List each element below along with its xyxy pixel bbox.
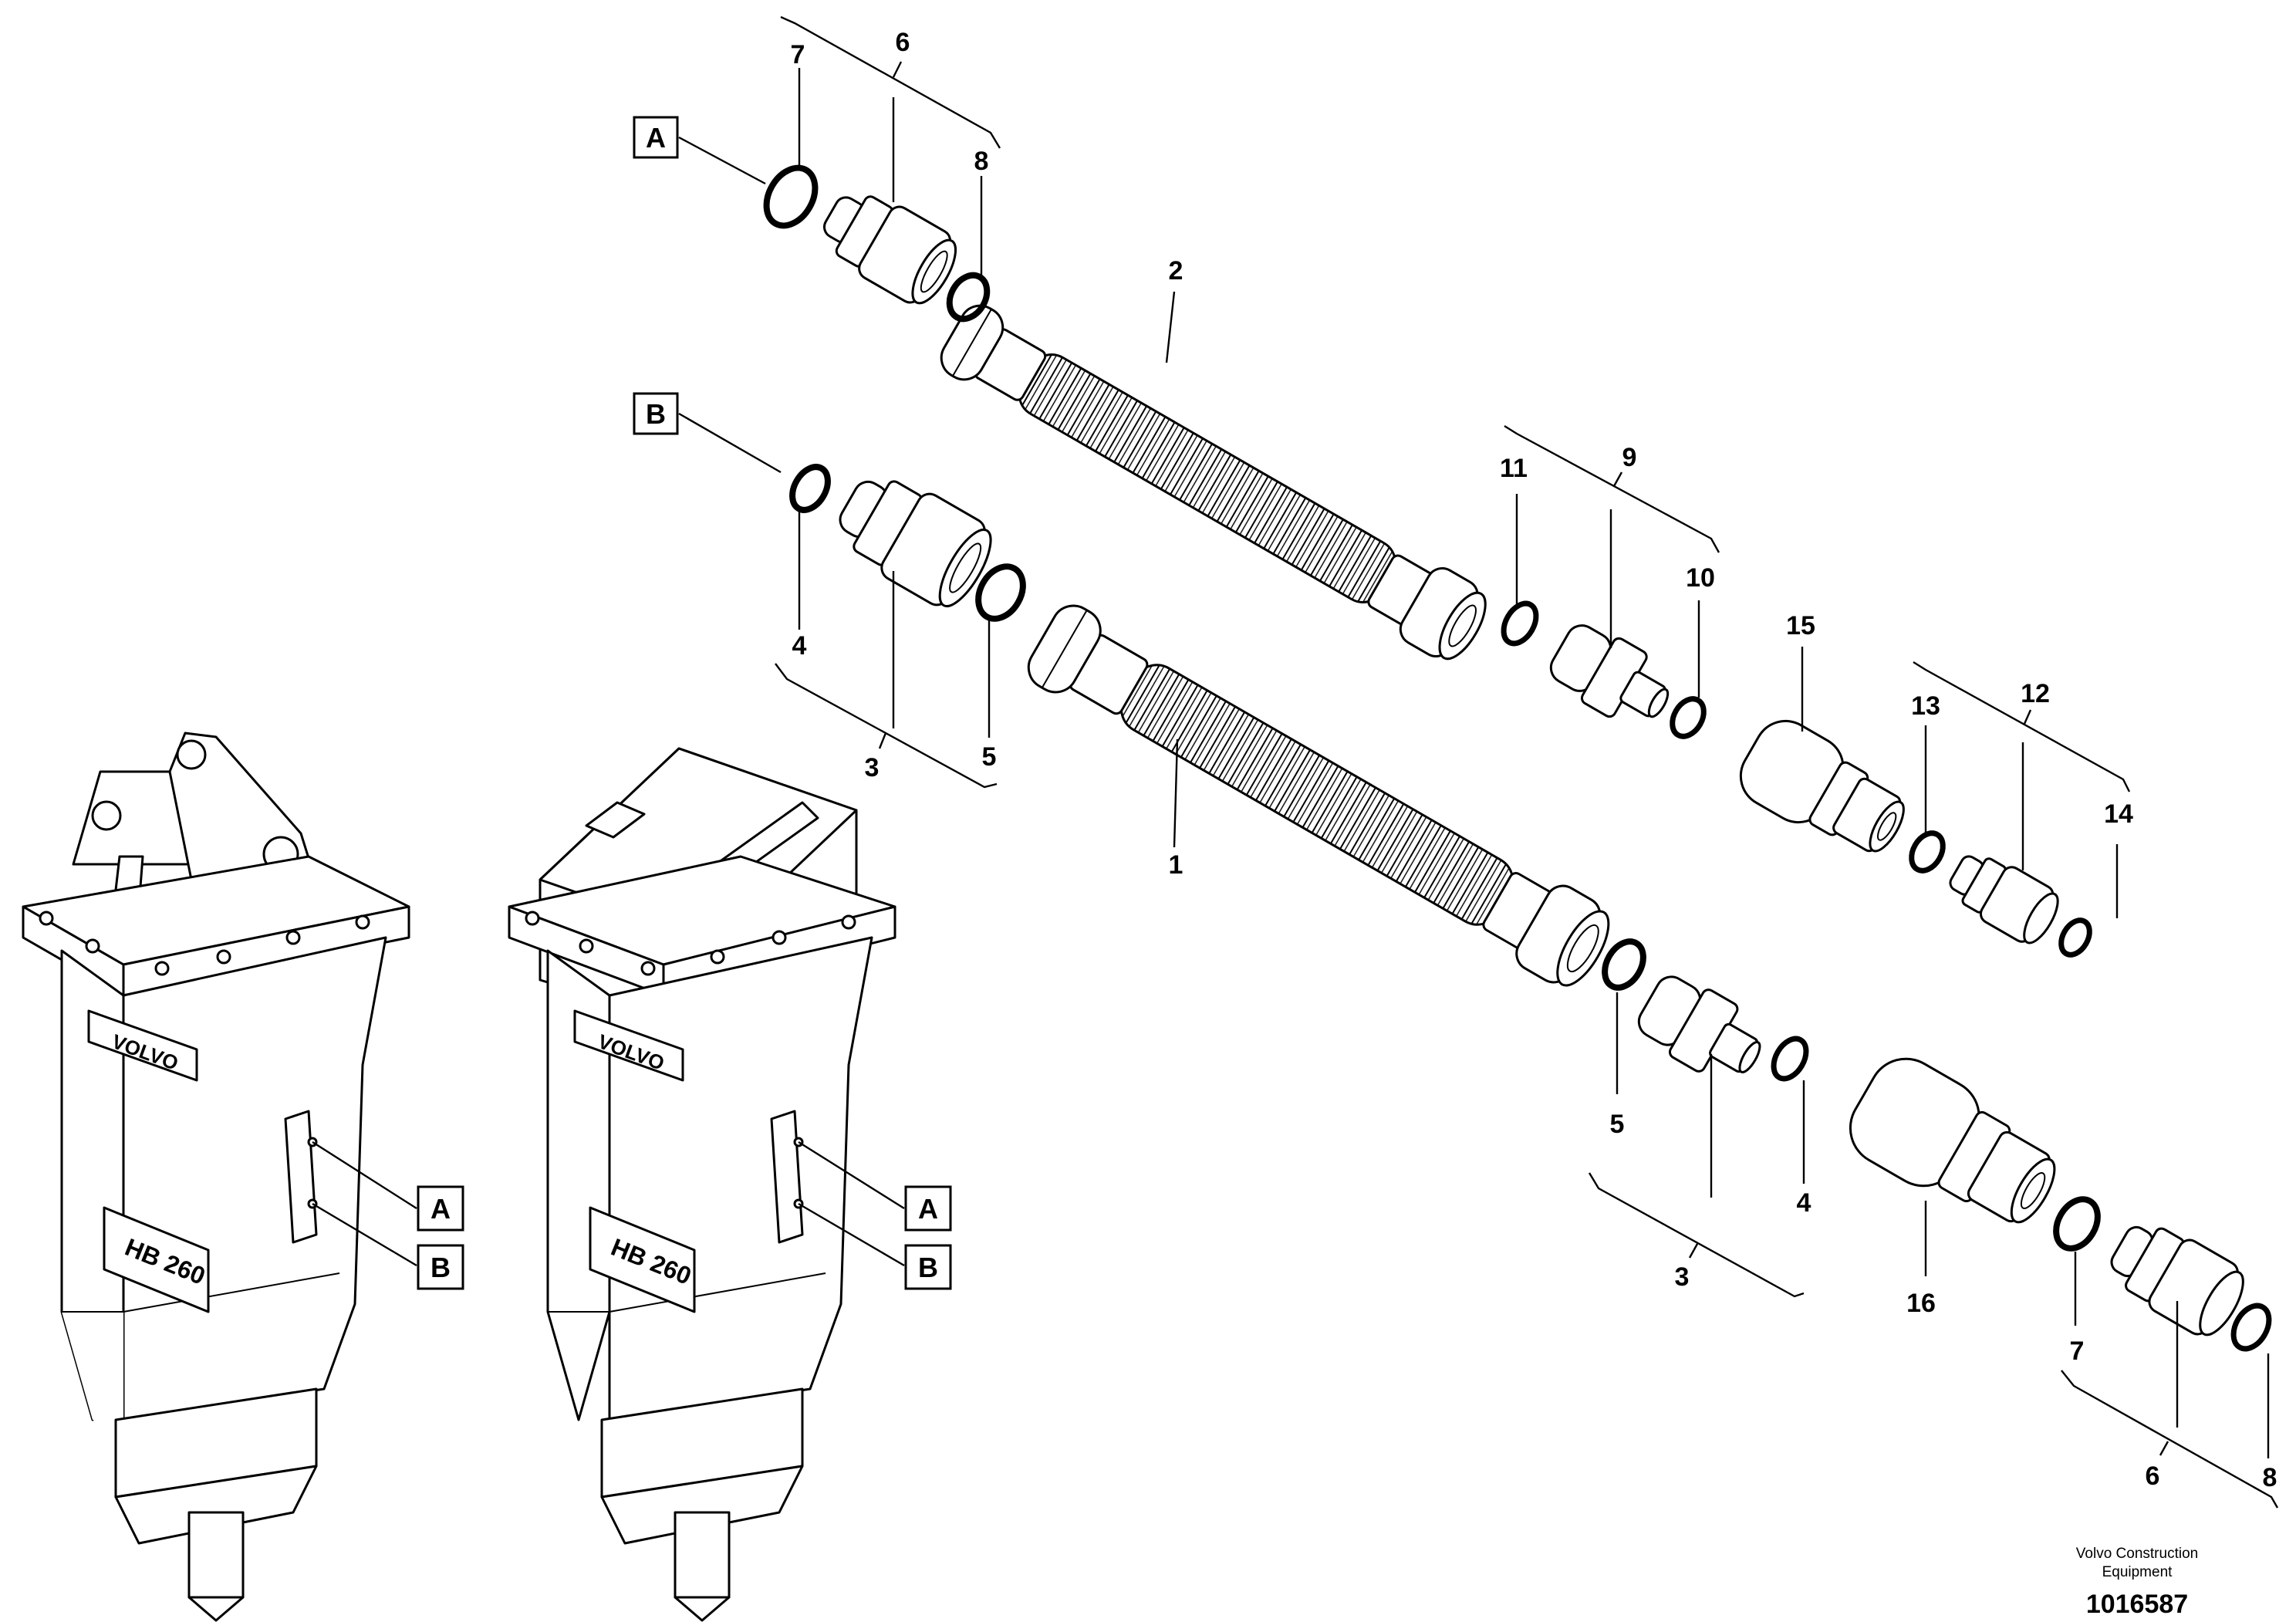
label-8-bottom: 8 <box>2263 1463 2277 1492</box>
adapter-3-left <box>839 480 992 608</box>
o-ring-10 <box>1670 696 1707 739</box>
port-label-b-right: B <box>918 1252 938 1283</box>
o-ring-7-bottom <box>2053 1196 2101 1252</box>
adapter-6-bottom <box>2110 1225 2244 1336</box>
adapter-9 <box>1549 624 1670 718</box>
port-box-a-right: A <box>904 1185 952 1232</box>
footer-company: Volvo Construction Equipment <box>2014 1545 2261 1582</box>
coupling-16 <box>1849 1057 2056 1224</box>
o-ring-8-bottom <box>2230 1303 2272 1352</box>
label-4-right: 4 <box>1797 1188 1811 1218</box>
bracket-group-3-left <box>775 663 998 789</box>
drawing-number: 1016587 <box>2085 1590 2189 1619</box>
adapter-3-right <box>1637 975 1761 1073</box>
o-ring-7-top <box>763 164 819 229</box>
label-14: 14 <box>2104 799 2133 829</box>
hose-1 <box>1027 604 1610 987</box>
o-ring-4-left <box>789 464 831 513</box>
hammer-right: VOLVO HB 260 <box>508 747 896 1622</box>
o-ring-11 <box>1501 600 1539 647</box>
o-ring-14 <box>2058 917 2092 958</box>
bracket-group-12 <box>1913 661 2131 792</box>
port-box-b-right: B <box>904 1244 952 1290</box>
hose-2 <box>940 304 1487 661</box>
adapter-12 <box>1949 855 2059 944</box>
label-5-left: 5 <box>982 742 997 772</box>
port-box-b-top: B <box>633 392 679 435</box>
label-7-top: 7 <box>791 40 805 69</box>
label-8-top: 8 <box>974 147 989 176</box>
port-label-a-top: A <box>646 122 666 154</box>
port-label-a-right: A <box>918 1193 938 1225</box>
port-label-b-left: B <box>430 1252 451 1283</box>
o-ring-5-right <box>1602 938 1646 991</box>
label-7-bottom: 7 <box>2070 1336 2085 1366</box>
label-5-right: 5 <box>1610 1110 1625 1139</box>
port-box-b-left: B <box>417 1244 464 1290</box>
label-12: 12 <box>2021 679 2050 708</box>
label-3-right: 3 <box>1675 1262 1690 1292</box>
label-6-bottom: 6 <box>2146 1461 2160 1491</box>
hammer-left: VOLVO HB 260 <box>22 732 410 1622</box>
port-box-a-left: A <box>417 1185 464 1232</box>
label-2: 2 <box>1169 256 1183 286</box>
port-box-a-top: A <box>633 116 679 159</box>
label-9: 9 <box>1622 443 1637 472</box>
coupling-15 <box>1739 719 1905 853</box>
o-ring-13 <box>1909 830 1946 874</box>
label-11: 11 <box>1500 454 1528 483</box>
part-labels: 6 7 8 2 4 3 5 1 9 11 10 15 12 13 14 5 3 … <box>791 28 2277 1492</box>
bracket-group-6-bottom <box>2061 1370 2279 1509</box>
o-ring-4-right <box>1771 1036 1809 1082</box>
bracket-group-3-right <box>1588 1172 1805 1298</box>
bracket-group-9 <box>1504 424 1720 553</box>
bracket-group-6-top <box>780 15 1001 149</box>
label-16: 16 <box>1906 1289 1936 1318</box>
label-6-top: 6 <box>896 28 910 57</box>
adapter-6-top <box>823 195 957 305</box>
label-13: 13 <box>1911 691 1940 721</box>
port-label-b-top: B <box>646 398 666 430</box>
footer-company-line2: Equipment <box>2102 1564 2173 1580</box>
leader-lines <box>312 68 2270 1458</box>
o-ring-5-left <box>975 563 1026 622</box>
port-label-a-left: A <box>430 1193 451 1225</box>
label-15: 15 <box>1786 611 1815 640</box>
footer-company-line1: Volvo Construction <box>2075 1546 2199 1562</box>
o-ring-8-top <box>946 272 991 323</box>
label-1: 1 <box>1169 850 1183 880</box>
label-4-left: 4 <box>792 631 807 661</box>
label-10: 10 <box>1686 563 1715 593</box>
label-3-left: 3 <box>865 753 880 782</box>
